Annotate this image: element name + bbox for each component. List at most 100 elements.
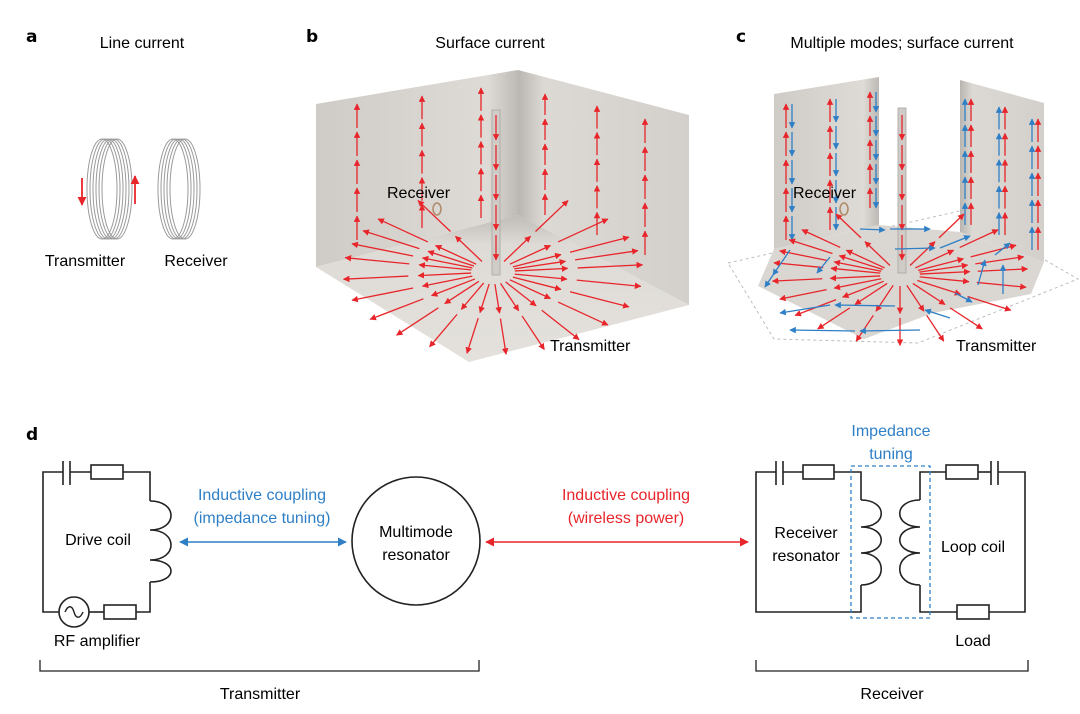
floor-current-arrow (512, 252, 562, 268)
floor-current-arrow (773, 260, 824, 269)
floor-current-arrow-mode2 (779, 304, 831, 316)
floor-current-arrow (344, 255, 410, 265)
receiver-coil (157, 138, 201, 240)
floor-current-arrow (976, 281, 1027, 290)
floor-current-arrow (418, 262, 472, 271)
floor-current-arrow-mode2 (994, 242, 1011, 256)
floor-current-arrow (427, 250, 475, 267)
floor-current-arrow (499, 283, 520, 312)
resistor (103, 604, 137, 620)
resistor (945, 464, 979, 480)
floor-current-arrow-mode2 (924, 308, 951, 319)
floor-current-arrow (377, 218, 429, 243)
rf-amplifier-label: RF amplifier (54, 633, 141, 650)
floor-current-arrow-mode2 (859, 226, 886, 234)
panel-d: d Drive coil RF amplifier Inductive coup… (26, 423, 1029, 703)
floor-current-arrow (833, 278, 882, 291)
floor-current-arrow (509, 244, 552, 265)
floor-current-arrow (919, 262, 969, 273)
floor-current-arrow (396, 307, 439, 336)
floor-outline (727, 210, 1080, 344)
floor-current-arrow (434, 244, 477, 265)
floor-current-arrow-mode2 (764, 274, 774, 288)
loop-coil-label: Loop coil (941, 539, 1005, 556)
floor-current-arrow (906, 284, 925, 312)
floor-current-arrow-mode2 (954, 292, 973, 303)
panel-b-transmitter-label: Transmitter (550, 338, 631, 355)
floor-current-arrow (512, 276, 562, 292)
floor-current-arrow (801, 229, 841, 249)
coupling-left-line1: Inductive coupling (198, 487, 326, 504)
floor-current-arrow (514, 273, 568, 282)
floor-current-arrow (557, 218, 609, 243)
floor-current-arrow (455, 235, 483, 262)
floor-current-arrow-mode2 (834, 301, 896, 309)
floor-current-arrow (509, 279, 552, 300)
floor-current-arrow (369, 298, 424, 321)
panel-c-title: Multiple modes; surface current (790, 35, 1014, 52)
floor-current-arrow (779, 289, 827, 302)
resonator-line1: Multimode (379, 524, 453, 541)
floor-current-arrow (557, 301, 609, 326)
resonator-line2: resonator (382, 547, 450, 564)
floor (758, 225, 1044, 339)
floor-current-arrow (342, 275, 409, 283)
floor-current-arrow (959, 229, 999, 249)
floor-current-arrow (460, 282, 485, 310)
left-wall (316, 70, 518, 267)
panel-b: b Surface current Receiver Transmitter (306, 27, 689, 362)
resistor (90, 464, 124, 480)
floor-current-arrow (864, 241, 891, 266)
floor-current-arrow (967, 295, 1012, 312)
floor-current-arrow (912, 282, 946, 306)
floor-current-arrow (577, 261, 644, 269)
loop-coil-inductor (898, 499, 921, 586)
transmitter-bracket-label: Transmitter (220, 686, 301, 703)
floor-current-arrow (362, 229, 420, 250)
floor-current-arrow (926, 314, 945, 342)
floor-current-arrow (429, 313, 458, 348)
panel-letter-a: a (26, 27, 37, 47)
coupling-right-line1: Inductive coupling (562, 487, 690, 504)
receiver-circuit: Impedance tuning Receiver resonator Loop… (755, 423, 1026, 650)
floor-current-arrow (465, 317, 479, 354)
floor-current-arrow (915, 249, 955, 269)
receiver-resonator-line1: Receiver (774, 525, 838, 542)
receiver-ring (432, 202, 442, 216)
floor-current-arrow (845, 249, 885, 269)
impedance-tuning-box (850, 465, 931, 619)
floor-current-arrow (541, 309, 580, 341)
floor-current-arrow (788, 238, 833, 255)
floor-current-arrow (817, 307, 851, 330)
floor-current-arrow (875, 284, 894, 312)
left-wall (774, 77, 879, 249)
resistor (802, 464, 835, 480)
floor-current-arrow (917, 257, 965, 271)
floor-current-arrow (854, 282, 888, 306)
receiver-resonator-inductor (860, 499, 883, 586)
floor-current-arrow (503, 235, 531, 262)
floor-current-arrow (505, 281, 537, 307)
transmitter-coil (86, 138, 133, 240)
panel-letter-d: d (26, 425, 38, 445)
floor-current-arrow (494, 283, 502, 314)
floor-current-arrow (478, 283, 490, 314)
floor-current-arrow (499, 318, 509, 355)
receiver-resonator-line2: resonator (772, 548, 840, 565)
drive-circuit: Drive coil RF amplifier (42, 461, 172, 650)
floor-current-arrow (351, 241, 414, 257)
floor-current-arrow (351, 287, 414, 303)
floor-current-arrow (842, 280, 884, 299)
floor-current-arrow-mode2 (789, 326, 856, 334)
transmitter-bracket (39, 660, 480, 672)
floor-current-arrow (938, 213, 965, 239)
floor-current-arrow (417, 200, 451, 232)
panel-c-transmitter-label: Transmitter (956, 338, 1037, 355)
floor-current-arrow (949, 307, 983, 330)
impedance-tuning-line1: Impedance (851, 423, 930, 440)
panel-b-receiver-label: Receiver (387, 185, 451, 202)
floor-current-arrow-mode2 (772, 249, 791, 276)
floor-current-arrow (444, 280, 480, 305)
floor-current-arrow-mode2 (859, 327, 921, 335)
